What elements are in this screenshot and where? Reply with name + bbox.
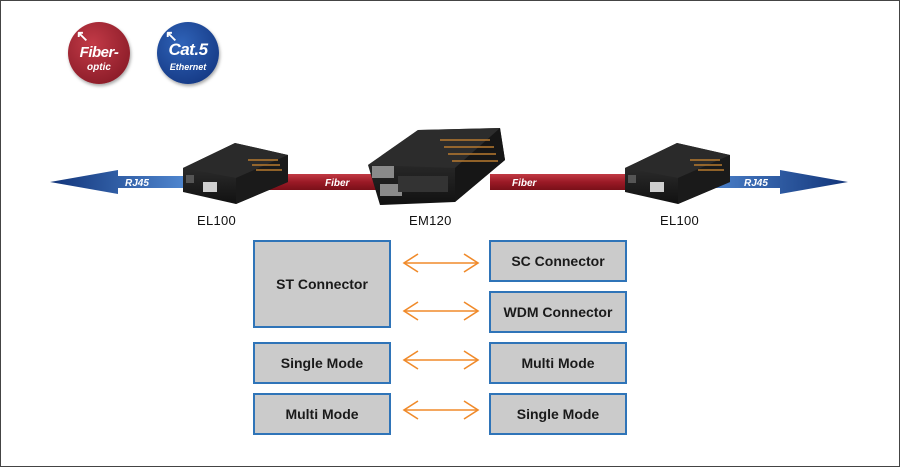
- box-multi-mode-left: Multi Mode: [253, 393, 391, 435]
- box-single-mode-right: Single Mode: [489, 393, 627, 435]
- box-wdm-connector: WDM Connector: [489, 291, 627, 333]
- double-arrows: [402, 253, 480, 420]
- fiber-optic-badge: ↖ Fiber- optic: [68, 22, 130, 84]
- cat5-ethernet-badge: ↖ Cat.5 Ethernet: [157, 22, 219, 84]
- fiber-label-left: Fiber: [325, 178, 351, 189]
- device-label-el100-left: EL100: [197, 213, 237, 228]
- box-sc-connector: SC Connector: [489, 240, 627, 282]
- device-label-em120: EM120: [409, 213, 452, 228]
- arrow-up-left-icon: ↖: [76, 28, 89, 45]
- cat5-badge-line1: Cat.5: [168, 40, 208, 59]
- rj45-label-right: RJ45: [744, 178, 768, 189]
- fiber-band-right: [490, 174, 640, 190]
- fiber-badge-line2: optic: [87, 62, 111, 73]
- em120-center-device: [368, 128, 505, 205]
- ethernet-arrow-left: [50, 170, 185, 194]
- fiber-badge-line1: Fiber-: [79, 44, 119, 61]
- cat5-badge-line2: Ethernet: [169, 62, 207, 72]
- double-arrow-st-sc: [402, 253, 480, 273]
- ethernet-arrow-right: [700, 170, 848, 194]
- arrow-up-left-icon: ↖: [165, 28, 178, 45]
- device-label-el100-right: EL100: [660, 213, 700, 228]
- double-arrow-multi-single: [402, 400, 480, 420]
- box-single-mode-left: Single Mode: [253, 342, 391, 384]
- el100-right-device: [625, 143, 730, 204]
- rj45-label-left: RJ45: [125, 178, 149, 189]
- double-arrow-st-wdm: [402, 301, 480, 321]
- double-arrow-single-multi: [402, 350, 480, 370]
- el100-left-device: [183, 143, 288, 204]
- box-st-connector: ST Connector: [253, 240, 391, 328]
- fiber-label-right: Fiber: [512, 178, 538, 189]
- box-multi-mode-right: Multi Mode: [489, 342, 627, 384]
